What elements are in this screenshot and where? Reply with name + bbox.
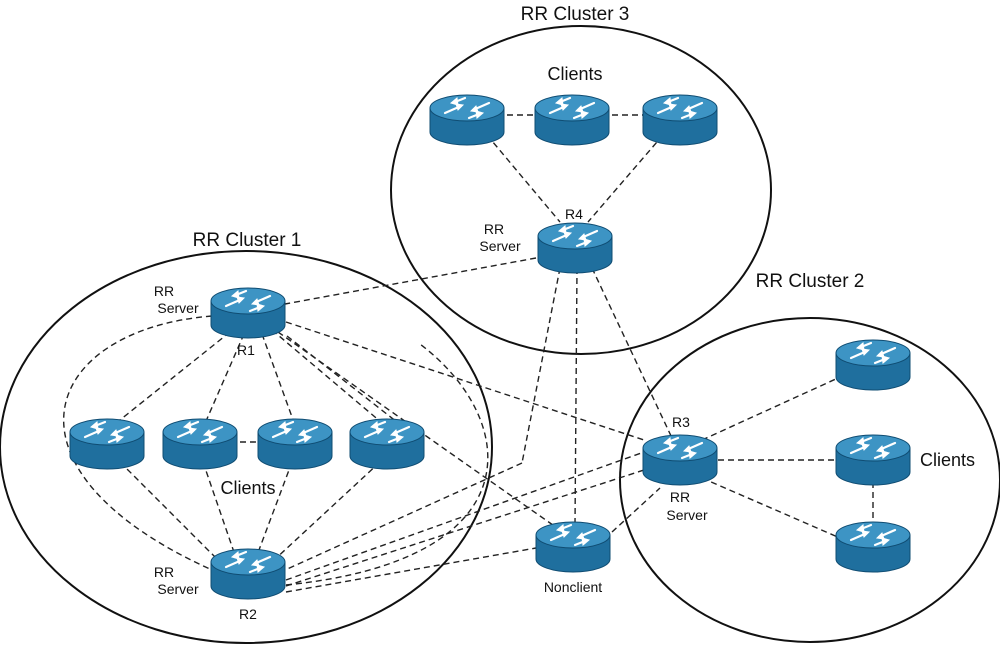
router-r2-icon [209, 547, 287, 601]
cluster-2-boundary [619, 317, 1000, 643]
cluster-1-clients-label: Clients [220, 478, 275, 498]
router-r3-icon [641, 433, 719, 487]
r3-role-line2: Server [666, 507, 708, 523]
r1-name: R1 [237, 342, 255, 358]
cluster-3-clients-label: Clients [547, 64, 602, 84]
r4-name: R4 [565, 206, 583, 222]
cluster-3-title: RR Cluster 3 [521, 4, 630, 25]
r1-role-line1: RR [154, 283, 174, 299]
r2-role-line2: Server [157, 581, 199, 597]
router-icon [533, 93, 611, 147]
cluster-3-boundary [390, 25, 772, 355]
links [63, 114, 874, 593]
cluster-2-title: RR Cluster 2 [756, 271, 865, 292]
router-icon [641, 93, 719, 147]
router-r1-icon [209, 286, 287, 340]
cluster-2-clients-label: Clients [920, 450, 975, 470]
r2-role-line1: RR [154, 564, 174, 580]
router-icon [348, 417, 426, 471]
r3-role-line1: RR [670, 489, 690, 505]
router-icon [834, 338, 912, 392]
router-icon [161, 417, 239, 471]
r3-name: R3 [672, 414, 690, 430]
nonclient-label: Nonclient [544, 579, 602, 595]
cluster-1-boundary [0, 250, 493, 644]
r4-role-line1: RR [484, 221, 504, 237]
router-nonclient-icon [534, 520, 612, 574]
cluster-1-title: RR Cluster 1 [193, 230, 302, 251]
router-r4-icon [536, 221, 614, 275]
router-icon [256, 417, 334, 471]
r4-role-line2: Server [479, 238, 521, 254]
r2-name: R2 [239, 606, 257, 622]
router-icon [834, 433, 912, 487]
r1-role-line2: Server [157, 300, 199, 316]
router-icon [428, 93, 506, 147]
router-icon [68, 417, 146, 471]
router-icon [834, 520, 912, 574]
